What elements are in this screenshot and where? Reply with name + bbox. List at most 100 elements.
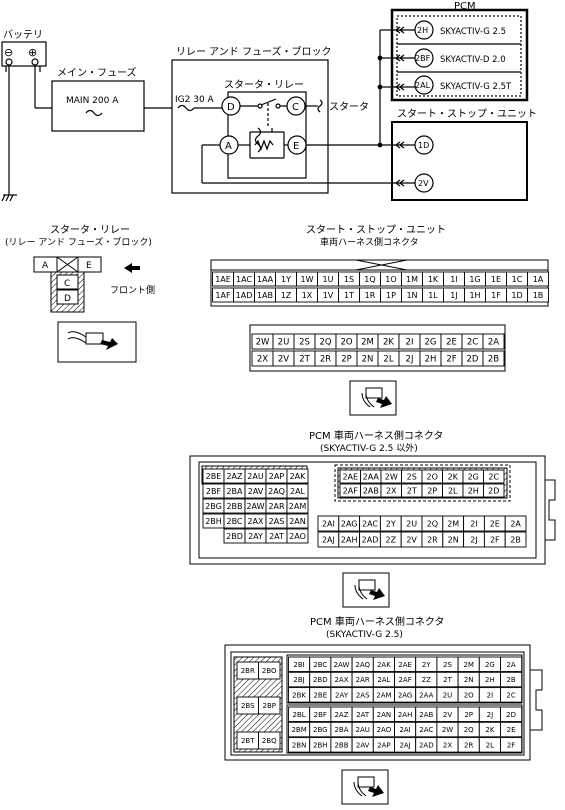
connector-pin-label: 2BD (313, 676, 328, 684)
connector-pin-label: 1I (450, 275, 457, 284)
connector-pin-label: 1D (511, 291, 522, 300)
connector-pin-label: 2N (464, 676, 474, 684)
connector-pin-label: 2O (340, 338, 352, 348)
connector-pin-label: 2AB (363, 486, 379, 495)
connector-pin-label: 1A (533, 275, 544, 284)
connector-pin-label: 2AL (290, 487, 306, 496)
connector-pin-label: 2T (407, 486, 417, 495)
pcm-pin-2h: 2H (417, 26, 428, 35)
connector-pin-cell (483, 469, 505, 484)
connector-pin-label: 1AA (257, 275, 274, 284)
connector-pin-label: 1B (533, 291, 544, 300)
connector-pin-label: 1C (512, 275, 523, 284)
connector-pin-cell (286, 483, 309, 499)
connector-pin-label: 2H (468, 486, 479, 495)
connector-pin-label: 2D (467, 355, 479, 365)
connector-pin-label: 2N (448, 535, 459, 544)
connector-pin-label: 2S (443, 661, 452, 669)
connector-pin-label: 2AR (268, 502, 285, 511)
terminal-d: D (227, 102, 235, 113)
ig2-fuse-label: IG2 30 A (175, 95, 215, 105)
connector-pin-label: 1O (385, 275, 396, 284)
starter-relay-label: スタータ・リレー (224, 79, 304, 91)
connector-pin-label: 1AF (215, 291, 231, 300)
pcm-variant-3: SKYACTIV-G 2.5T (440, 82, 512, 92)
front-label: フロント側 (110, 284, 155, 296)
connector-pin-label: 2G (468, 472, 479, 481)
connector-pin-label: 2AM (289, 502, 307, 511)
connector-pin-label: 1W (301, 275, 314, 284)
connector-pin-label: 2BS (241, 702, 255, 710)
connector-pin-label: 1N (406, 291, 417, 300)
connector-pin-label: 2A (488, 338, 499, 348)
connector-pin-label: 1J (450, 291, 457, 300)
connector-pin-label: 1K (428, 275, 439, 284)
connector-pin-label: 2O (464, 691, 474, 699)
connector-pin-label: 2W (385, 472, 398, 481)
connector-pin-label: 2U (406, 519, 417, 528)
ssu-pin-2v: 2V (418, 179, 429, 188)
ssu-connector-frame (210, 259, 549, 372)
main-fuse-label: メイン・フューズ (57, 66, 137, 79)
connector-pin-label: 1T (344, 291, 354, 300)
connector-pin-label: 2Y (386, 519, 396, 528)
connector-pin-label: 1X (302, 291, 313, 300)
connector-pin-label: 2AQ (355, 661, 370, 669)
connector-pin-label: 2AL (377, 676, 390, 684)
connector-pin-label: 2M (447, 519, 459, 528)
connector-pin-label: 2X (386, 486, 397, 495)
connector-pin-label: 2AZ (334, 711, 348, 719)
pcm-box (390, 8, 529, 102)
connector-pin-label: 2N (362, 355, 374, 365)
connector-pin-label: 2AE (398, 661, 412, 669)
connector-pin-cell (258, 731, 281, 750)
connector-pin-label: 2T (443, 676, 452, 684)
connector-pin-cell (504, 531, 527, 548)
relay-pin-a: A (42, 261, 49, 271)
connector-pin-label: 2P (427, 486, 437, 495)
connector-plug-icon (342, 572, 390, 608)
relay-connector-subtitle: (リレー アンド フューズ・ブロック) (5, 236, 152, 248)
connector-pin-label: 2P (341, 355, 352, 365)
connector-pin-cell (500, 671, 523, 688)
starter-label: スタータ (329, 101, 369, 113)
pcm-label: PCM (454, 1, 476, 12)
connector-pin-label: 2AM (376, 691, 391, 699)
connector-pin-label: 2BB (226, 502, 242, 511)
connector-pin-label: 2W (256, 338, 270, 348)
connector-pin-label: 2AY (248, 532, 263, 541)
terminal-c: C (292, 102, 299, 113)
connector-pin-label: 2AT (356, 711, 370, 719)
pcm2-subtitle: (SKYACTIV-G 2.5) (326, 630, 403, 640)
connector-pin-label: 2H (425, 355, 437, 365)
connector-pin-label: 2BE (313, 691, 327, 699)
connector-pin-label: 2AD (419, 741, 434, 749)
connector-pin-label: 1G (469, 275, 480, 284)
connector-pin-label: 2AF (343, 486, 359, 495)
connector-pin-label: 2AW (334, 661, 350, 669)
connector-pin-label: 2D (506, 711, 516, 719)
connector-pin-cell (527, 287, 549, 303)
connector-pin-label: 2AO (377, 726, 392, 734)
connector-pin-label: 2AX (247, 517, 264, 526)
connector-pin-label: 2F (507, 741, 515, 749)
connector-pin-label: 2AJ (322, 535, 335, 544)
connector-pin-label: 2AD (362, 535, 379, 544)
connector-pin-cell (500, 737, 523, 753)
connector-pin-label: 2BE (206, 472, 222, 481)
pcm2-title: PCM 車両ハーネス側コネクタ (310, 615, 444, 628)
pcm-variant-1: SKYACTIV-G 2.5 (440, 27, 506, 37)
connector-pin-cell (500, 687, 523, 703)
connector-pin-label: 2G (425, 338, 437, 348)
connector-pin-label: 2BK (292, 691, 306, 699)
connector-pin-label: 2AA (363, 472, 380, 481)
connector-pin-label: 2Y (422, 661, 431, 669)
connector-pin-cell (286, 528, 309, 544)
connector-pin-label: 2F (490, 535, 500, 544)
connector-pin-label: 2C (506, 691, 515, 699)
connector-pin-cell (527, 271, 549, 287)
connector-pin-label: 2AI (322, 519, 335, 528)
relay-pin-d: D (64, 294, 71, 304)
connector-pin-label: 1Z (281, 291, 292, 300)
battery-minus: ⊖ (4, 46, 13, 59)
